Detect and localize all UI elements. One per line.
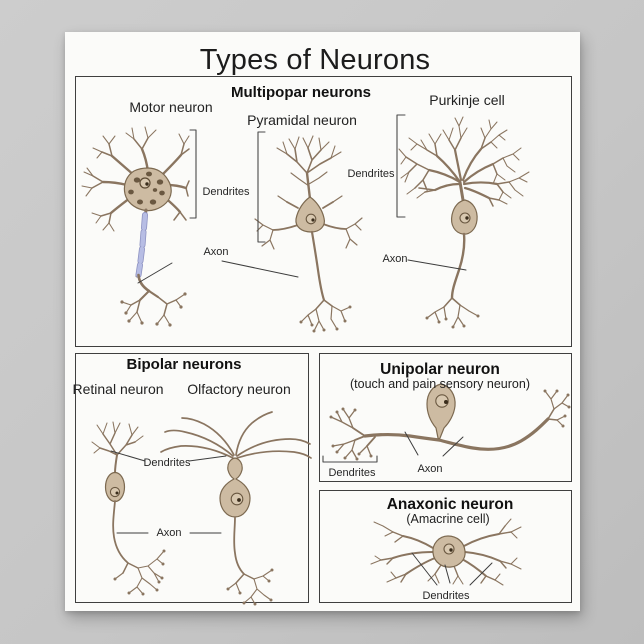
unipolar-section-title: Unipolar neuron xyxy=(380,361,500,378)
panel-multipolar-neurons xyxy=(75,76,572,347)
purkinje-cell-label: Purkinje cell xyxy=(429,92,505,108)
panel-anaxonic-neuron xyxy=(319,490,572,603)
axon-label-bipolar: Axon xyxy=(156,527,182,539)
multipolar-section-title: Multipopar neurons xyxy=(231,84,371,101)
axon-label-unipolar: Axon xyxy=(417,463,443,475)
motor-neuron-label: Motor neuron xyxy=(129,99,213,115)
dendrites-label-purkinje: Dendrites xyxy=(347,168,395,180)
anaxonic-subtitle: (Amacrine cell) xyxy=(406,512,490,526)
panel-bipolar-neurons xyxy=(75,353,309,603)
anaxonic-section-title: Anaxonic neuron xyxy=(386,496,514,513)
olfactory-neuron-label: Olfactory neuron xyxy=(187,381,291,397)
retinal-neuron-label: Retinal neuron xyxy=(72,381,164,397)
dendrites-label-bipolar: Dendrites xyxy=(143,457,191,469)
neuron-types-poster: Types of Neurons Multipopar neurons Moto… xyxy=(65,32,580,611)
panel-unipolar-neuron xyxy=(319,353,572,482)
axon-label-purkinje: Axon xyxy=(382,253,408,265)
unipolar-subtitle: (touch and pain sensory neuron) xyxy=(350,377,530,391)
dendrites-label-anaxonic: Dendrites xyxy=(422,590,470,602)
axon-label-shared: Axon xyxy=(203,246,229,258)
dendrites-label-motor: Dendrites xyxy=(202,186,250,198)
pyramidal-neuron-label: Pyramidal neuron xyxy=(247,112,357,128)
dendrites-label-unipolar: Dendrites xyxy=(328,467,376,479)
poster-title: Types of Neurons xyxy=(199,44,431,76)
bipolar-section-title: Bipolar neurons xyxy=(126,356,242,373)
